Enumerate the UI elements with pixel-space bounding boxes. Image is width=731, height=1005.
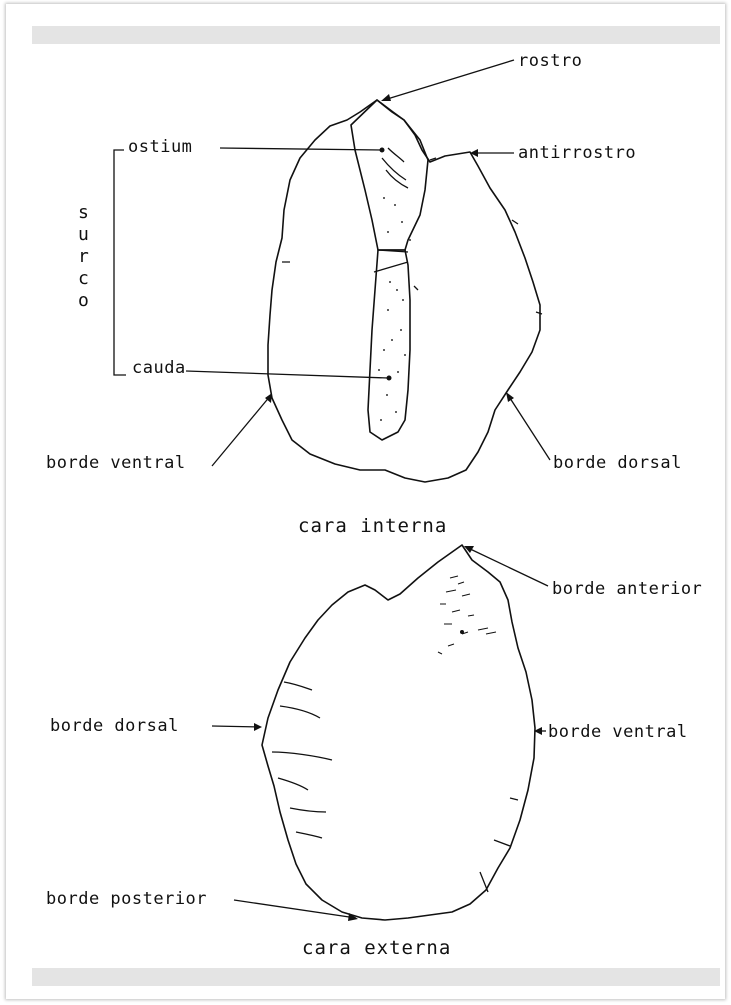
arrow-borde-dorsal-external bbox=[254, 723, 262, 731]
caption-cara-interna: cara interna bbox=[298, 515, 447, 537]
leader-cauda bbox=[186, 371, 388, 378]
label-rostro: rostro bbox=[518, 51, 582, 71]
leader-borde-dorsal-internal bbox=[508, 395, 550, 460]
arrow-rostro bbox=[381, 94, 391, 101]
label-borde-anterior: borde anterior bbox=[552, 579, 702, 599]
external-face-drawing bbox=[262, 545, 535, 920]
sulcus-stipple bbox=[378, 197, 411, 421]
svg-text:u: u bbox=[78, 224, 89, 245]
label-cauda: cauda bbox=[132, 358, 186, 378]
external-dot bbox=[460, 630, 464, 634]
internal-face-drawing bbox=[268, 100, 542, 482]
external-face-outline bbox=[262, 545, 535, 920]
sulcus-cauda bbox=[368, 250, 410, 440]
leader-borde-anterior bbox=[466, 547, 548, 586]
svg-text:s: s bbox=[78, 202, 89, 223]
leader-rostro bbox=[384, 60, 514, 100]
sulcus-divider bbox=[374, 250, 408, 272]
label-borde-dorsal-internal: borde dorsal bbox=[553, 453, 682, 473]
internal-face-outline bbox=[268, 100, 540, 482]
surco-bracket bbox=[114, 150, 126, 375]
svg-text:c: c bbox=[78, 268, 89, 289]
label-ostium: ostium bbox=[128, 137, 192, 157]
label-antirrostro: antirrostro bbox=[518, 143, 636, 163]
label-borde-ventral-internal: borde ventral bbox=[46, 453, 186, 473]
leader-ostium bbox=[220, 148, 382, 150]
label-borde-posterior: borde posterior bbox=[46, 889, 207, 909]
point-ostium bbox=[380, 148, 385, 153]
point-cauda bbox=[387, 376, 392, 381]
svg-text:r: r bbox=[78, 246, 89, 267]
label-borde-dorsal-external: borde dorsal bbox=[50, 716, 179, 736]
external-grooves bbox=[272, 682, 518, 892]
caption-cara-externa: cara externa bbox=[302, 937, 451, 959]
external-ornament bbox=[438, 576, 496, 654]
label-borde-ventral-external: borde ventral bbox=[548, 722, 688, 742]
svg-text:o: o bbox=[78, 290, 89, 311]
arrow-antirrostro bbox=[470, 149, 478, 157]
leader-borde-dorsal-external bbox=[212, 726, 260, 727]
outline-ticks bbox=[282, 220, 542, 314]
leader-borde-ventral-internal bbox=[212, 395, 271, 466]
surco-vertical-label: s u r c o bbox=[78, 202, 89, 311]
arrow-borde-dorsal-internal bbox=[506, 392, 514, 402]
ostium-hatch bbox=[382, 148, 408, 188]
